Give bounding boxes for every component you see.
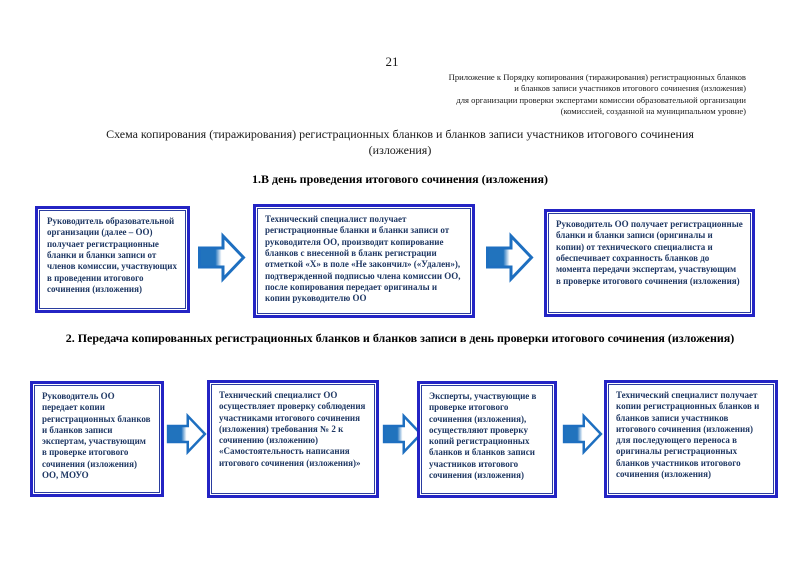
annotation-line: (комиссией, созданной на муниципальном у… bbox=[560, 106, 746, 117]
flow-box-text: Эксперты, участвующие в проверке итогово… bbox=[421, 385, 553, 494]
flow-box-s1-1: Руководитель образовательной организации… bbox=[35, 206, 190, 313]
flow-box-text: Руководитель образовательной организации… bbox=[39, 210, 186, 309]
flow-box-s2-2: Технический специалист ОО осуществляет п… bbox=[207, 380, 379, 498]
diagram-title: Схема копирования (тиражирования) регист… bbox=[106, 127, 694, 157]
annotation-line: для организации проверки экспертами коми… bbox=[456, 94, 746, 105]
flow-box-text: Руководитель ОО получает регистрационные… bbox=[548, 213, 751, 313]
arrow-right-icon bbox=[562, 412, 603, 456]
flow-box-text: Технический специалист получает регистра… bbox=[257, 208, 471, 314]
arrow-right-icon bbox=[166, 412, 207, 456]
flow-box-s2-1: Руководитель ОО передает копии регистрац… bbox=[30, 381, 164, 497]
arrow-right-icon bbox=[382, 412, 423, 456]
page-number: 21 bbox=[385, 54, 399, 69]
annotation-line: и бланков записи участников итогового со… bbox=[514, 83, 746, 94]
annotation-line: Приложение к Порядку копирования (тиражи… bbox=[448, 72, 746, 82]
flow-box-text: Руководитель ОО передает копии регистрац… bbox=[34, 385, 160, 493]
appendix-annotation: Приложение к Порядку копирования (тиражи… bbox=[126, 72, 746, 118]
flow-box-text: Технический специалист получает копии ре… bbox=[608, 384, 774, 494]
arrow-right-icon bbox=[486, 232, 534, 283]
section-2-heading: 2. Передача копированных регистрационных… bbox=[65, 331, 735, 345]
flow-box-s1-3: Руководитель ОО получает регистрационные… bbox=[544, 209, 755, 317]
flow-box-s2-3: Эксперты, участвующие в проверке итогово… bbox=[417, 381, 557, 498]
flow-box-text: Технический специалист ОО осуществляет п… bbox=[211, 384, 375, 494]
section-1-heading: 1.В день проведения итогового сочинения … bbox=[252, 172, 548, 186]
arrow-right-icon bbox=[198, 232, 246, 283]
flow-box-s2-4: Технический специалист получает копии ре… bbox=[604, 380, 778, 498]
flow-box-s1-2: Технический специалист получает регистра… bbox=[253, 204, 475, 318]
